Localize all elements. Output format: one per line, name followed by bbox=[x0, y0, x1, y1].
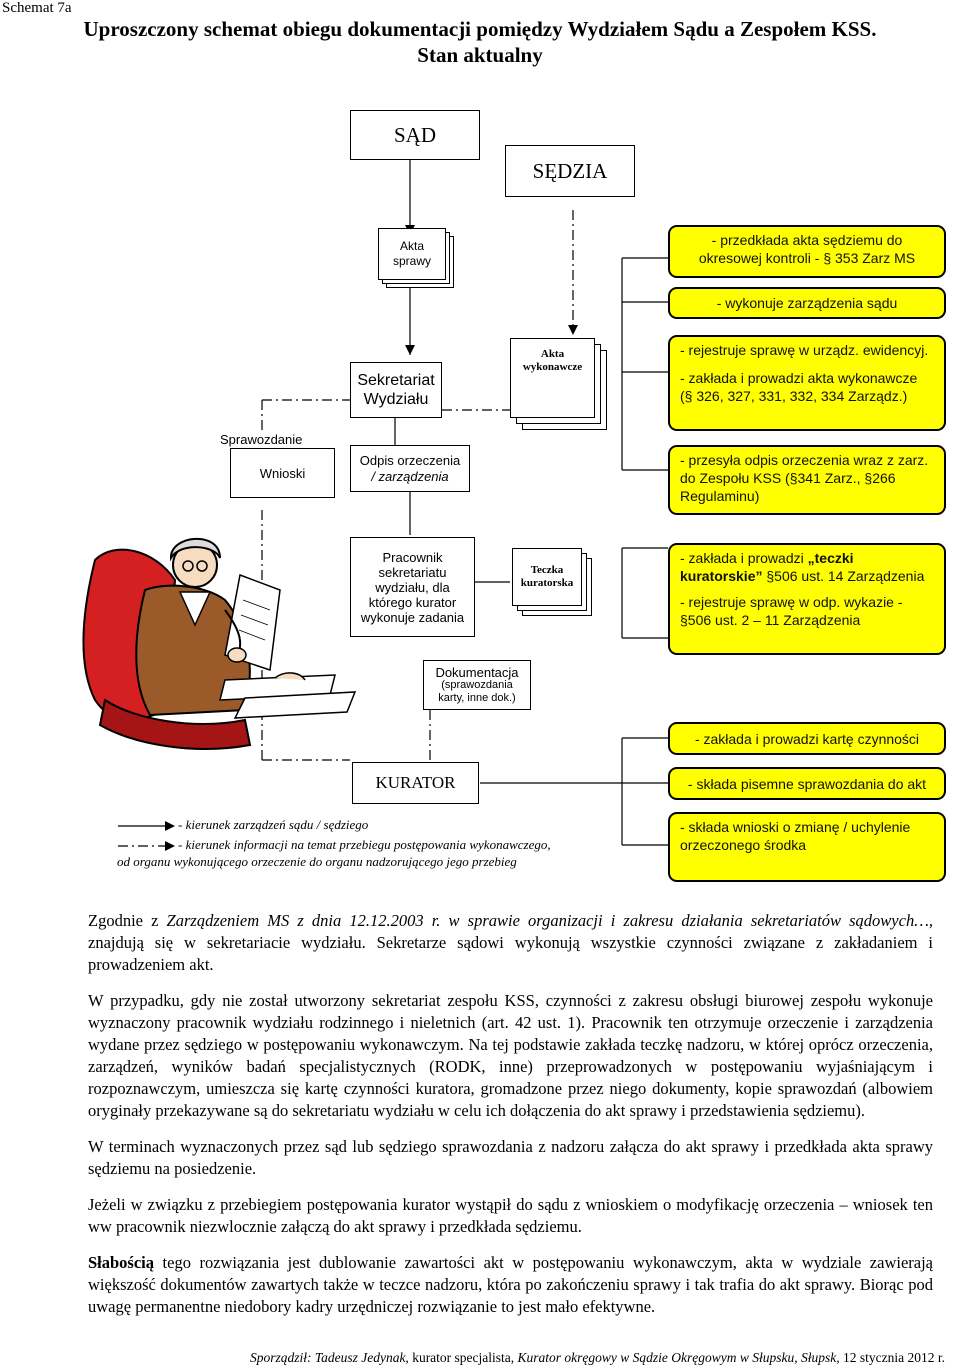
paper bbox=[224, 573, 281, 672]
note-5-l4: §506 ust. 2 – 11 Zarządzenia bbox=[680, 612, 861, 628]
note-5-l1b: „teczki bbox=[807, 550, 854, 566]
p5-b: tego rozwiązania jest dublowanie zawarto… bbox=[88, 1253, 933, 1316]
title-line-2: Stan aktualny bbox=[417, 43, 543, 67]
legend-dashed-2: od organu wykonującego orzeczenie do org… bbox=[117, 854, 517, 869]
note-4-l1: - przesyła odpis orzeczenia wraz z zarz. bbox=[680, 452, 929, 468]
akta-sprawy-l1: Akta bbox=[399, 239, 424, 253]
chair-seat bbox=[98, 698, 252, 750]
note-1-l1: - przedkłada akta sędziemu do bbox=[711, 232, 903, 248]
legend-solid: - kierunek zarządzeń sądu / sędziego bbox=[178, 817, 369, 832]
pracownik-l1: Pracownik bbox=[382, 549, 443, 565]
note-8-l2: orzeczonego środka bbox=[680, 837, 807, 853]
akta-sprawy-l2: sprawy bbox=[392, 254, 431, 268]
sedzia-box: SĘDZIA bbox=[505, 145, 635, 197]
desk-paper-2 bbox=[233, 691, 357, 719]
note-2: - wykonuje zarządzenia sądu bbox=[716, 295, 898, 311]
p5-a: Słabością bbox=[88, 1253, 155, 1272]
pracownik-l5: wykonuje zadania bbox=[360, 609, 465, 625]
p1-c: znajdują się w sekretariacie wydziału. S… bbox=[88, 933, 933, 974]
body-text: Zgodnie z Zarządzeniem MS z dnia 12.12.2… bbox=[88, 910, 933, 1332]
wnioski-box: Wnioski bbox=[230, 448, 335, 498]
dok-l2: (sprawozdania bbox=[441, 678, 513, 691]
note-rejestruje: - rejestruje sprawę w urządz. ewidencyj.… bbox=[668, 335, 946, 431]
odpis-box: Odpis orzeczenia / zarządzenia bbox=[350, 445, 470, 492]
dok-l3: karty, inne dok.) bbox=[438, 691, 516, 704]
hand-desk bbox=[274, 672, 306, 681]
note-3-l2: - zakłada i prowadzi akta wykonawcze bbox=[680, 370, 918, 386]
schemat-label: Schemat 7a bbox=[2, 0, 72, 16]
note-3-l3: (§ 326, 327, 331, 332, 334 Zarządz.) bbox=[680, 388, 908, 404]
paragraph-5: Słabością tego rozwiązania jest dublowan… bbox=[88, 1252, 933, 1318]
note-5-l2a: kuratorskie” bbox=[680, 568, 763, 584]
sekretariat-box: Sekretariat Wydziału bbox=[350, 362, 442, 418]
hair bbox=[169, 537, 221, 562]
note-karta: - zakłada i prowadzi kartę czynności bbox=[668, 722, 946, 755]
footer-role: kurator specjalista, bbox=[408, 1350, 518, 1365]
note-teczki: - zakłada i prowadzi „teczki kuratorskie… bbox=[668, 543, 946, 655]
note-7: - składa pisemne sprawozdania do akt bbox=[687, 775, 927, 792]
teczka-l2: kuratorska bbox=[520, 577, 574, 589]
note-5-l2b: §506 ust. 14 Zarządzenia bbox=[762, 568, 925, 584]
note-8-l1: - składa wnioski o zmianę / uchylenie bbox=[680, 819, 911, 835]
dokumentacja-box: Dokumentacja (sprawozdania karty, inne d… bbox=[423, 660, 531, 710]
footer-author: Sporządził: Tadeusz Jedynak, bbox=[249, 1350, 409, 1365]
page-title: Uproszczony schemat obiegu dokumentacji … bbox=[0, 16, 960, 68]
odpis-l2: / zarządzenia bbox=[371, 468, 449, 484]
odpis-l1: Odpis orzeczenia bbox=[359, 452, 461, 468]
paragraph-3: W terminach wyznaczonych przez sąd lub s… bbox=[88, 1137, 933, 1178]
footer-date: 12 stycznia 2012 r. bbox=[839, 1350, 945, 1365]
note-6: - zakłada i prowadzi kartę czynności bbox=[694, 730, 920, 747]
pracownik-l4: którego kurator bbox=[368, 594, 457, 610]
akta-wyk-l1: Akta bbox=[540, 347, 565, 360]
note-przesyla: - przesyła odpis orzeczenia wraz z zarz.… bbox=[668, 445, 946, 515]
note-5-l3: - rejestruje sprawę w odp. wykazie - bbox=[680, 594, 903, 610]
note-4-l3: Regulaminu) bbox=[680, 488, 760, 504]
kurator-box: KURATOR bbox=[352, 762, 479, 804]
footer: Sporządził: Tadeusz Jedynak, kurator spe… bbox=[0, 1350, 945, 1366]
pracownik-l2: sekretariatu bbox=[378, 564, 447, 580]
sekretariat-l2: Wydziału bbox=[363, 391, 429, 408]
akta-wykonawcze-doc: Akta wykonawcze bbox=[510, 338, 610, 433]
note-przedklada: - przedkłada akta sędziemu do okresowej … bbox=[668, 225, 946, 278]
legend-dashed-1: - kierunek informacji na temat przebiegu… bbox=[178, 837, 551, 852]
clerk-clipart bbox=[82, 537, 357, 750]
note-sprawozdania: - składa pisemne sprawozdania do akt bbox=[668, 767, 946, 800]
teczka-doc: Teczka kuratorska bbox=[512, 548, 594, 618]
sekretariat-l1: Sekretariat bbox=[357, 372, 435, 389]
note-5-l1a: - zakłada i prowadzi bbox=[680, 550, 808, 566]
collar bbox=[178, 591, 212, 627]
note-wnioski: - składa wnioski o zmianę / uchylenie or… bbox=[668, 812, 946, 882]
teczka-l1: Teczka bbox=[530, 564, 564, 576]
p1-a: Zgodnie z bbox=[88, 911, 167, 930]
footer-office: Kurator okręgowy w Sądzie Okręgowym w Sł… bbox=[517, 1350, 840, 1365]
title-line-1: Uproszczony schemat obiegu dokumentacji … bbox=[83, 17, 877, 41]
paragraph-4: Jeżeli w związku z przebiegiem postępowa… bbox=[88, 1195, 933, 1236]
pracownik-l3: wydziału, dla bbox=[375, 579, 450, 595]
diagram-lines bbox=[118, 157, 668, 851]
note-1-l2: okresowej kontroli - § 353 Zarz MS bbox=[698, 250, 916, 266]
sad-label: SĄD bbox=[393, 122, 436, 147]
wnioski-label: Wnioski bbox=[259, 465, 306, 481]
akta-sprawy-doc: Akta sprawy bbox=[378, 228, 458, 288]
pracownik-box: Pracownik sekretariatu wydziału, dla któ… bbox=[350, 537, 475, 637]
dok-l1: Dokumentacja bbox=[435, 664, 519, 680]
p1-b: Zarządzeniem MS z dnia 12.12.2003 r. w s… bbox=[166, 911, 933, 930]
paragraph-2: W przypadku, gdy nie został utworzony se… bbox=[88, 991, 933, 1120]
sprawozdanie-label: Sprawozdanie bbox=[218, 432, 305, 447]
kurator-label: KURATOR bbox=[375, 773, 456, 792]
sedzia-label: SĘDZIA bbox=[532, 158, 608, 183]
paragraph-1: Zgodnie z Zarządzeniem MS z dnia 12.12.2… bbox=[88, 910, 933, 976]
note-4-l2: do Zespołu KSS (§341 Zarz., §266 bbox=[680, 470, 896, 486]
note-wykonuje: - wykonuje zarządzenia sądu bbox=[668, 287, 946, 319]
sad-box: SĄD bbox=[350, 110, 480, 160]
akta-wyk-l2: wykonawcze bbox=[522, 360, 583, 373]
note-3-l1: - rejestruje sprawę w urządz. ewidencyj. bbox=[680, 342, 929, 358]
